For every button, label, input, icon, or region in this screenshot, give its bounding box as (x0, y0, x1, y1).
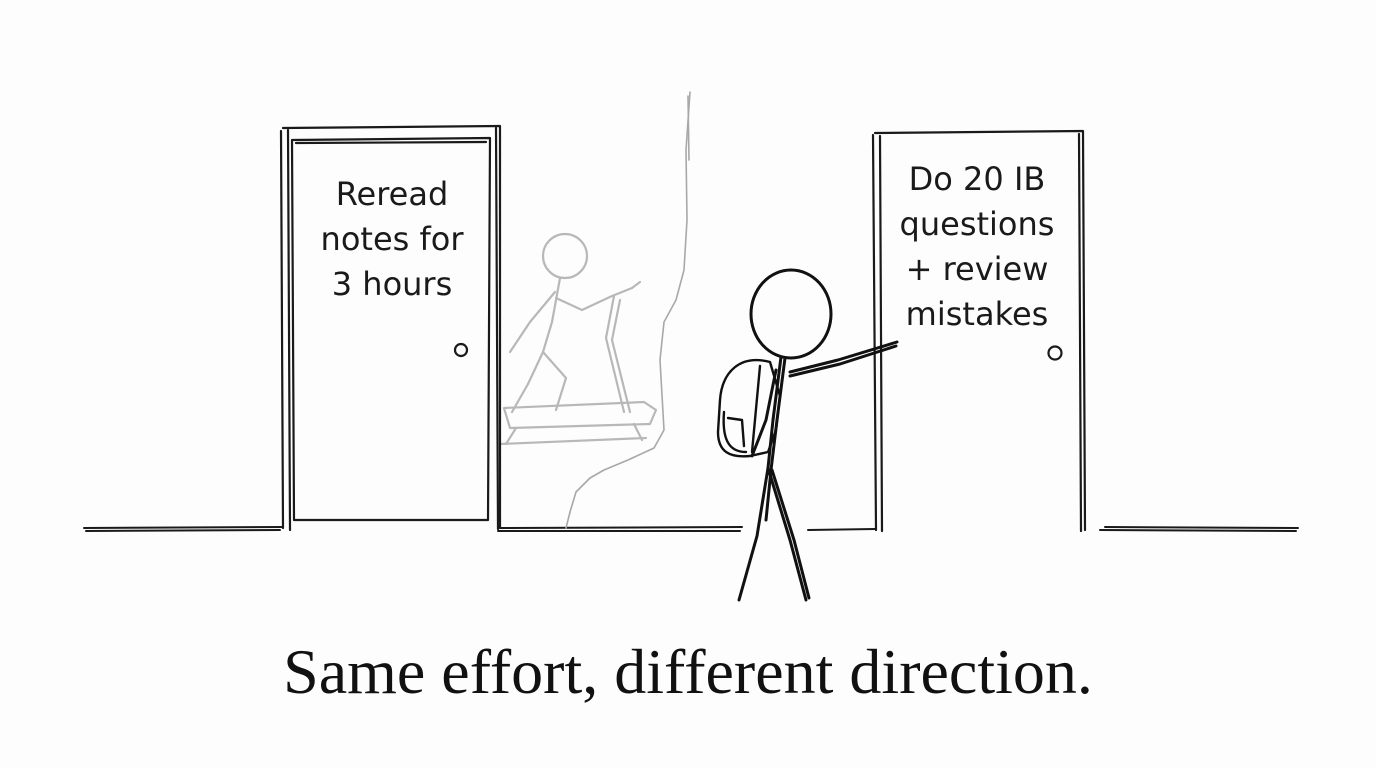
door-knob-icon[interactable] (1047, 345, 1063, 361)
left-door-line: 3 hours (331, 265, 453, 303)
door-knob-icon[interactable] (453, 342, 469, 358)
right-door-line: Do 20 IB (908, 160, 1046, 198)
backpack-icon (716, 358, 782, 458)
right-door-line: + review (905, 250, 1049, 288)
right-door-line: questions (899, 205, 1055, 243)
wall-crack (565, 91, 691, 529)
right-door-line: mistakes (905, 295, 1049, 333)
left-door-line: Reread (335, 175, 449, 213)
floor-line (83, 526, 1299, 532)
right-door-label: Do 20 IB questions + review mistakes (877, 157, 1077, 337)
left-door-label: Reread notes for 3 hours (292, 172, 492, 307)
left-door-line: notes for (320, 220, 464, 258)
caption: Same effort, different direction. (283, 636, 1093, 707)
right-door[interactable] (871, 129, 1087, 533)
treadmill-figure-icon (498, 232, 658, 446)
stick-figure-icon (737, 268, 899, 602)
left-door[interactable] (279, 124, 502, 532)
